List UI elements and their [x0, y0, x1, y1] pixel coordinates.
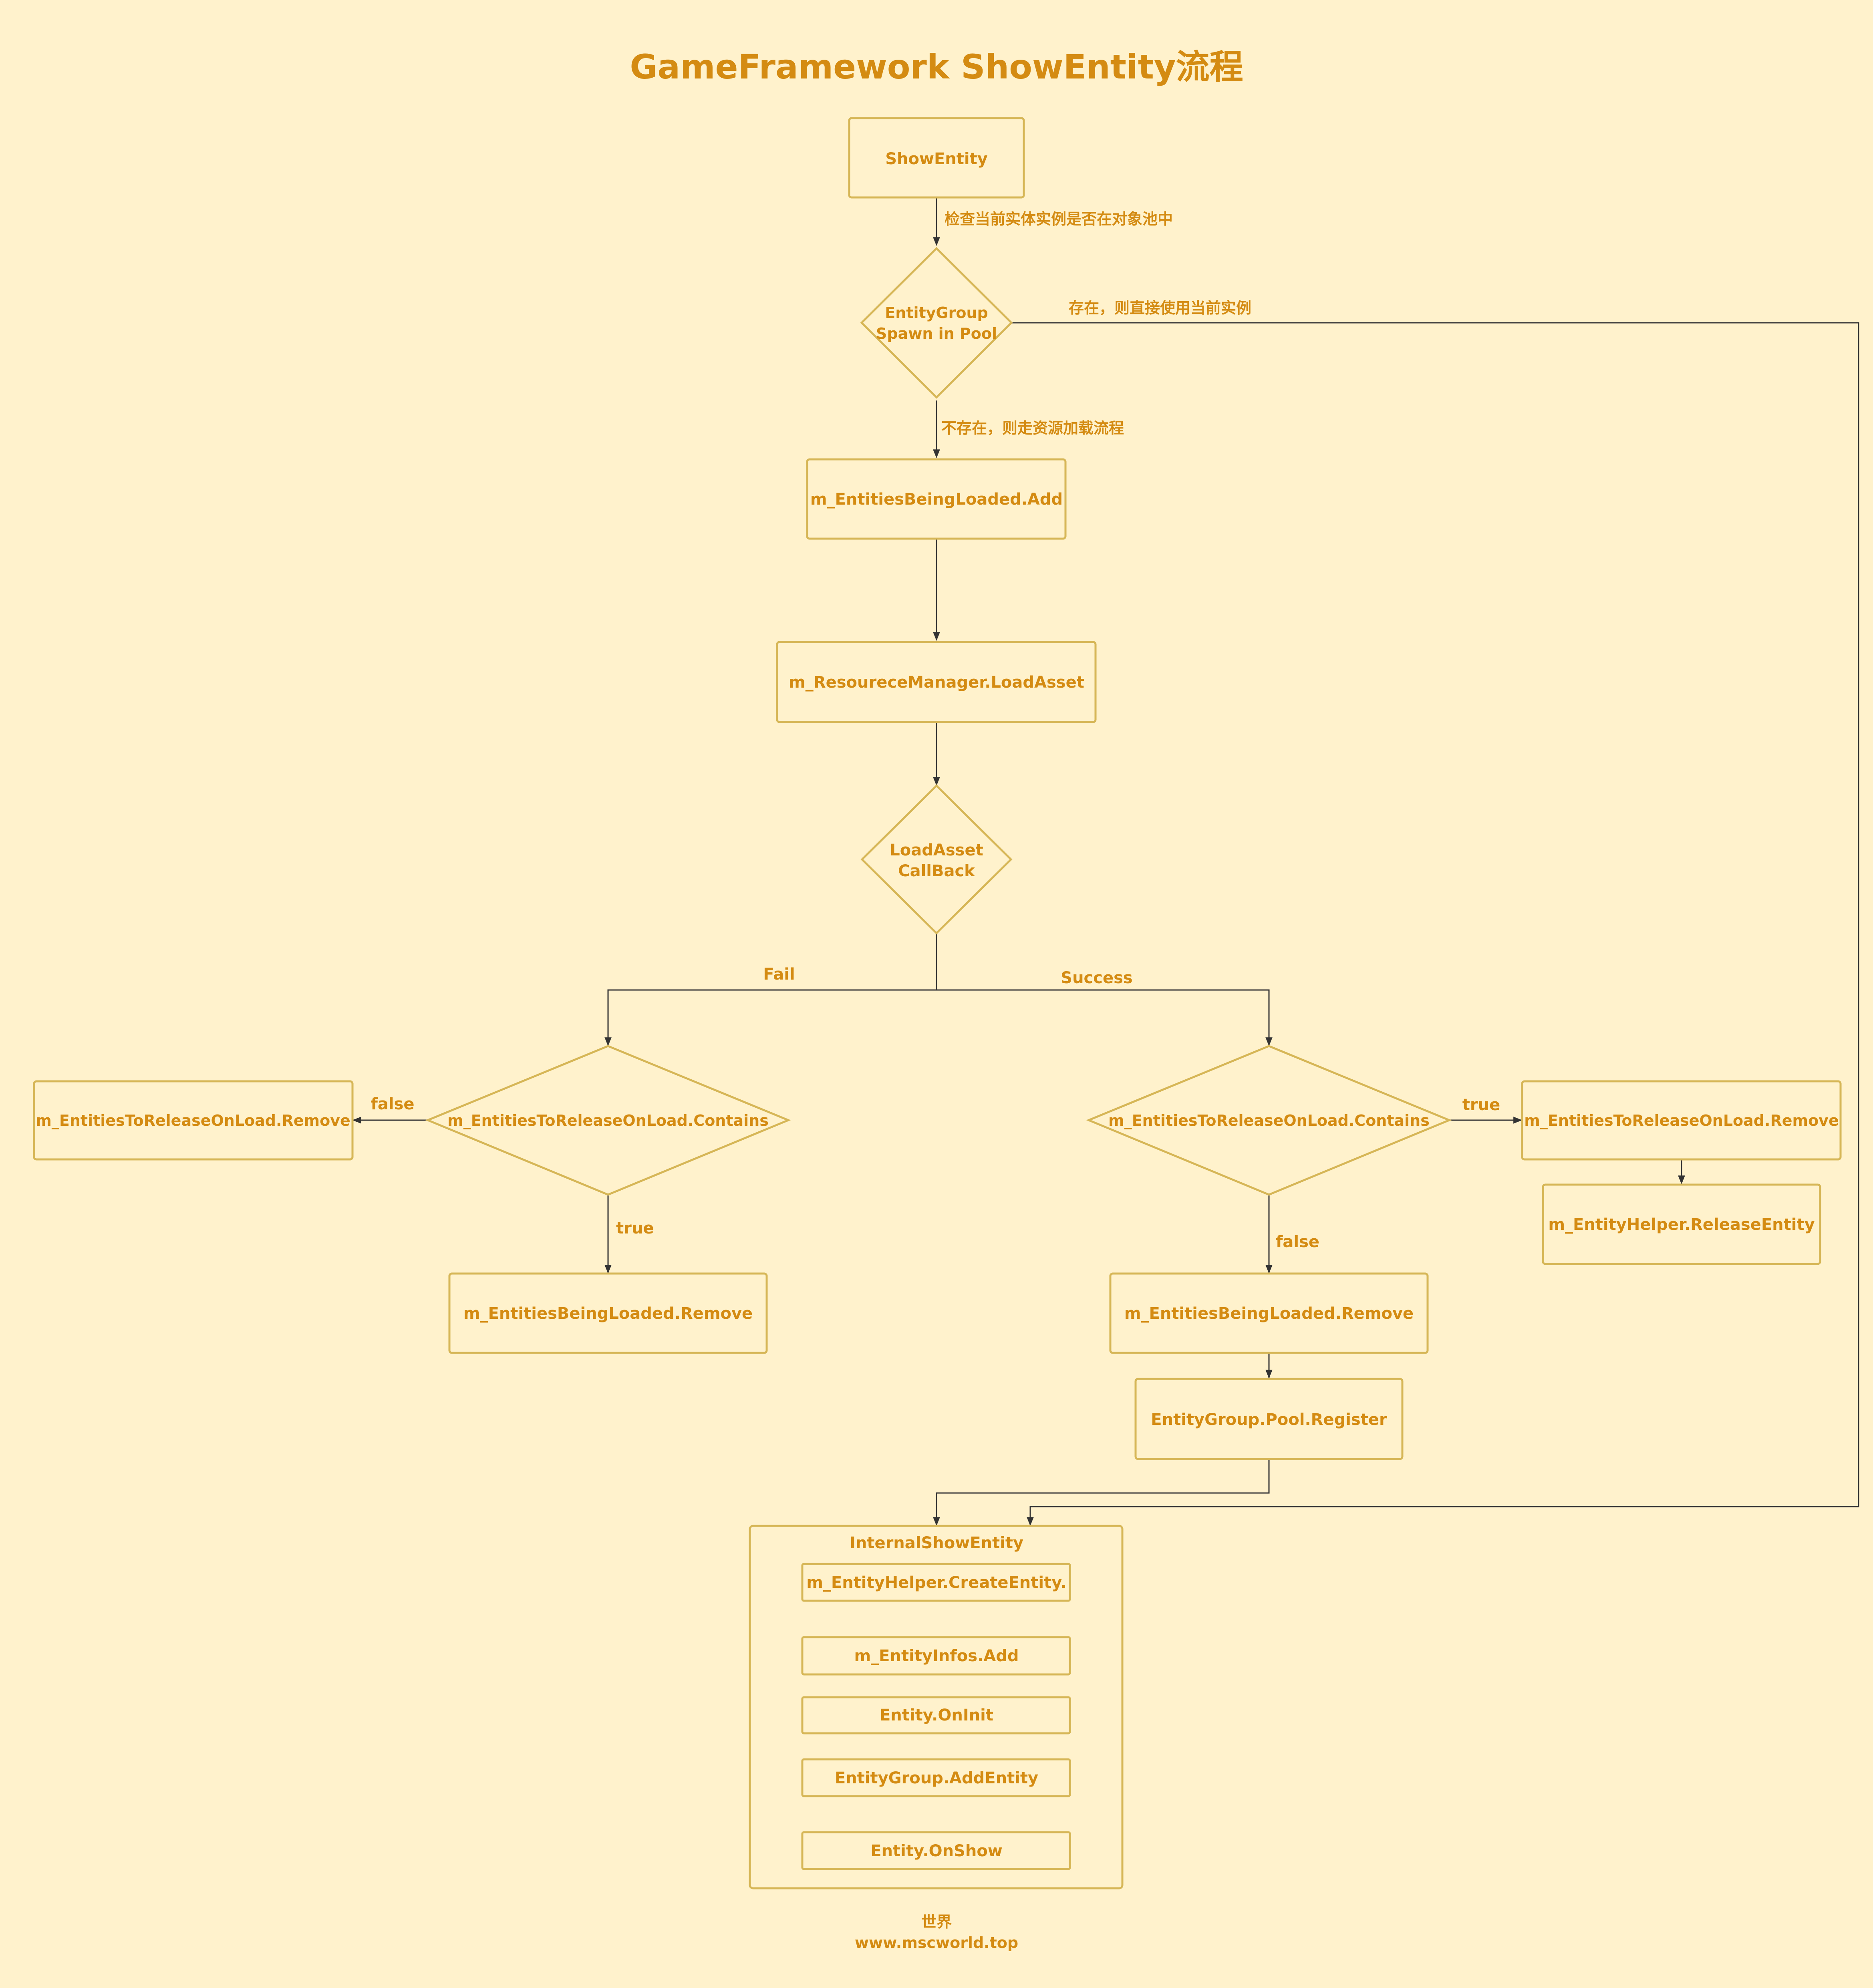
- decision-success-contains: m_EntitiesToReleaseOnLoad.Contains: [1086, 1045, 1452, 1196]
- edge-label-success-false: false: [1276, 1233, 1319, 1251]
- node-fail-release-remove: m_EntitiesToReleaseOnLoad.Remove: [33, 1080, 354, 1161]
- edge-exists-loop: [1011, 322, 1859, 1526]
- edge-label-fail-false: false: [371, 1095, 414, 1113]
- edge-callback-success: [936, 989, 1273, 1046]
- node-pool-register: EntityGroup.Pool.Register: [1134, 1378, 1404, 1460]
- node-being-loaded-add-label: m_EntitiesBeingLoaded.Add: [810, 490, 1063, 509]
- node-fail-release-remove-label: m_EntitiesToReleaseOnLoad.Remove: [36, 1112, 350, 1129]
- decision-spawn-in-pool: EntityGroup Spawn in Pool: [860, 247, 1013, 399]
- decision-callback-label-line2: CallBack: [898, 862, 975, 880]
- node-fail-being-loaded-remove-label: m_EntitiesBeingLoaded.Remove: [463, 1304, 753, 1323]
- node-load-asset-label: m_ResoureceManager.LoadAsset: [789, 673, 1084, 692]
- node-fail-being-loaded-remove: m_EntitiesBeingLoaded.Remove: [448, 1272, 768, 1354]
- edge-label-exists: 存在，则直接使用当前实例: [1069, 299, 1251, 317]
- node-on-show: Entity.OnShow: [801, 1831, 1071, 1870]
- node-on-init: Entity.OnInit: [801, 1696, 1071, 1734]
- edge-label-fail-true: true: [616, 1219, 654, 1237]
- decision-load-callback: LoadAsset CallBack: [860, 784, 1013, 935]
- node-being-loaded-add: m_EntitiesBeingLoaded.Add: [806, 458, 1067, 540]
- edge-label-fail: Fail: [763, 965, 795, 984]
- node-on-show-label: Entity.OnShow: [870, 1842, 1003, 1860]
- footer-name: 世界: [921, 1913, 952, 1931]
- node-add-entity: EntityGroup.AddEntity: [801, 1758, 1071, 1797]
- decision-spawn-label-line1: EntityGroup: [885, 304, 988, 322]
- decision-spawn-label-line2: Spawn in Pool: [876, 325, 997, 342]
- decision-fail-contains: m_EntitiesToReleaseOnLoad.Contains: [425, 1045, 791, 1196]
- node-success-being-loaded-remove-label: m_EntitiesBeingLoaded.Remove: [1124, 1304, 1414, 1323]
- node-show-entity: ShowEntity: [848, 117, 1025, 199]
- node-on-init-label: Entity.OnInit: [880, 1706, 993, 1724]
- node-success-being-loaded-remove: m_EntitiesBeingLoaded.Remove: [1109, 1272, 1429, 1354]
- edge-label-success-true: true: [1462, 1096, 1500, 1114]
- group-internal-show-entity-label: InternalShowEntity: [850, 1534, 1023, 1552]
- edge-label-success: Success: [1061, 969, 1132, 987]
- edge-label-not-exists: 不存在，则走资源加载流程: [941, 419, 1124, 437]
- node-entity-infos-add-label: m_EntityInfos.Add: [854, 1647, 1019, 1665]
- decision-fail-contains-label: m_EntitiesToReleaseOnLoad.Contains: [447, 1112, 769, 1129]
- node-release-entity-label: m_EntityHelper.ReleaseEntity: [1548, 1215, 1815, 1234]
- diagram-title: GameFramework ShowEntity流程: [630, 47, 1243, 87]
- decision-success-contains-label: m_EntitiesToReleaseOnLoad.Contains: [1108, 1112, 1430, 1129]
- node-show-entity-label: ShowEntity: [885, 150, 988, 168]
- edges: [352, 198, 1859, 1832]
- node-pool-register-label: EntityGroup.Pool.Register: [1151, 1411, 1387, 1429]
- decision-callback-label-line1: LoadAsset: [890, 841, 983, 859]
- node-entity-infos-add: m_EntityInfos.Add: [801, 1636, 1071, 1676]
- node-success-release-remove: m_EntitiesToReleaseOnLoad.Remove: [1521, 1080, 1842, 1161]
- edge-label-check-pool: 检查当前实体实例是否在对象池中: [945, 210, 1173, 228]
- node-success-release-remove-label: m_EntitiesToReleaseOnLoad.Remove: [1524, 1112, 1839, 1129]
- edge-callback-fail: [604, 933, 937, 1046]
- node-create-entity-label: m_EntityHelper.CreateEntity.: [806, 1573, 1067, 1592]
- edge-register-to-internal: [933, 1460, 1270, 1526]
- node-add-entity-label: EntityGroup.AddEntity: [835, 1769, 1038, 1787]
- node-load-asset: m_ResoureceManager.LoadAsset: [776, 641, 1097, 723]
- footer-url: www.mscworld.top: [855, 1934, 1018, 1952]
- node-release-entity: m_EntityHelper.ReleaseEntity: [1542, 1183, 1821, 1265]
- node-create-entity: m_EntityHelper.CreateEntity.: [801, 1563, 1071, 1602]
